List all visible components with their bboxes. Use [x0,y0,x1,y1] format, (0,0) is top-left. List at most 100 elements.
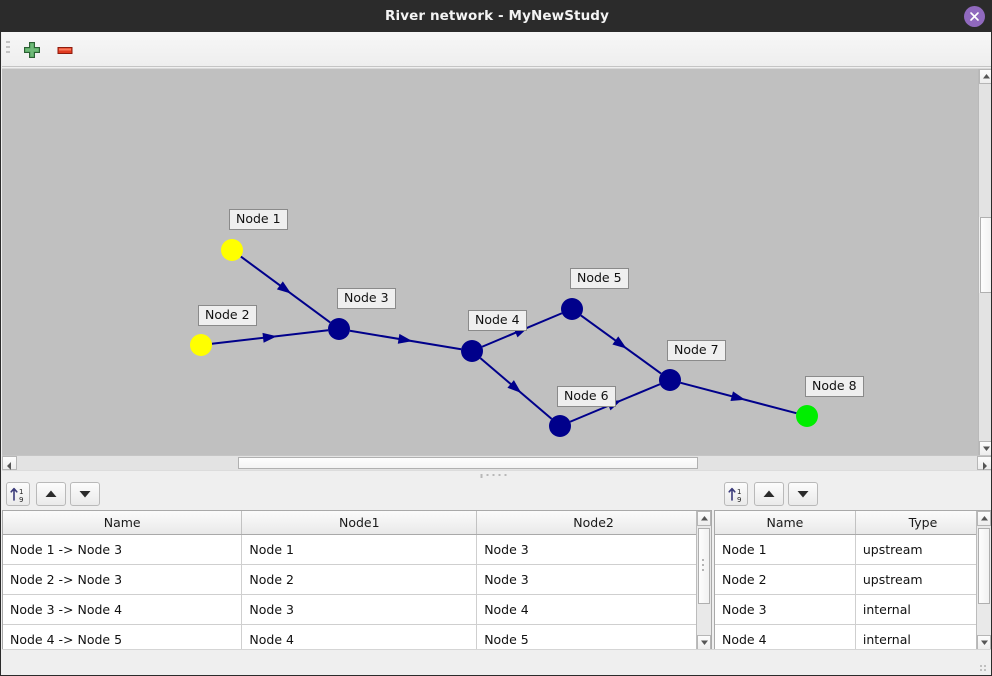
network-node[interactable] [549,415,571,437]
table-cell[interactable]: Node 1 [715,534,856,565]
sort-ascending-icon[interactable]: 1 9 [724,482,748,506]
table-cell[interactable]: Node 3 [715,594,856,625]
table-cell[interactable]: Node 3 [476,564,711,595]
table-cell[interactable]: upstream [855,564,991,595]
network-node[interactable] [796,405,818,427]
table-cell[interactable]: Node 5 [476,624,711,650]
window-title: River network - MyNewStudy [385,8,609,24]
canvas-hscroll-thumb[interactable] [238,457,698,469]
vertical-splitter[interactable] [2,470,991,479]
scroll-up-icon[interactable] [979,69,991,84]
node-label[interactable]: Node 1 [229,209,288,230]
nodes-toolbar: 1 9 [714,479,991,509]
reaches-scroll-thumb[interactable] [698,528,710,604]
nodes-table-scrollbar[interactable] [976,511,991,650]
move-down-icon[interactable] [788,482,818,506]
add-plus-icon[interactable] [21,39,43,61]
river-network-diagram[interactable]: Node 1 Node 2 Node 3 Node 4 Node 5 Node 6 Node… [2,69,978,456]
scroll-down-icon[interactable] [697,635,711,650]
table-cell[interactable]: internal [855,594,991,625]
edge-arrow-icon [262,332,277,343]
scroll-left-icon[interactable] [2,456,17,470]
network-svg [190,239,818,437]
move-down-icon[interactable] [70,482,100,506]
scrollbar-track-lower[interactable] [979,293,991,441]
network-node[interactable] [659,369,681,391]
reaches-column-header[interactable]: Node2 [476,511,711,535]
network-canvas-area: Node 1 Node 2 Node 3 Node 4 Node 5 Node 6 Node… [2,68,991,456]
edge-arrow-icon [276,281,292,294]
node-label[interactable]: Node 2 [198,305,257,326]
table-cell[interactable]: Node 4 [715,624,856,650]
move-up-icon[interactable] [36,482,66,506]
table-cell[interactable]: internal [855,624,991,650]
move-up-icon[interactable] [754,482,784,506]
network-node[interactable] [461,340,483,362]
table-cell[interactable]: Node 3 [476,534,711,565]
node-label[interactable]: Node 8 [805,376,864,397]
table-cell[interactable]: Node 2 [715,564,856,595]
nodes-column-header[interactable]: Type [855,511,991,535]
splitter-grip [480,474,514,478]
table-cell[interactable]: Node 2 [241,564,478,595]
toolbar-drag-handle[interactable] [6,41,11,58]
remove-minus-icon[interactable] [54,39,76,61]
table-cell[interactable]: Node 1 -> Node 3 [3,534,243,565]
nodes-column-header[interactable]: Name [715,511,856,535]
reaches-toolbar: 1 9 [2,479,712,509]
window-resize-grip[interactable] [980,665,988,673]
table-cell[interactable]: Node 4 [476,594,711,625]
table-cell[interactable]: Node 3 [241,594,478,625]
reaches-column-header[interactable]: Node1 [241,511,478,535]
close-icon[interactable] [964,6,985,27]
svg-text:1: 1 [19,488,23,496]
edge-arrow-icon [507,380,522,394]
scrollbar-track-upper[interactable] [979,84,991,217]
node-label[interactable]: Node 3 [337,288,396,309]
table-cell[interactable]: Node 4 -> Node 5 [3,624,243,650]
node-label[interactable]: Node 5 [570,268,629,289]
table-cell[interactable]: Node 4 [241,624,478,650]
scroll-down-icon[interactable] [979,441,991,456]
node-label[interactable]: Node 4 [468,310,527,331]
table-cell[interactable]: Node 3 -> Node 4 [3,594,243,625]
canvas-vscroll-thumb[interactable] [980,217,991,293]
table-cell[interactable]: upstream [855,534,991,565]
sort-ascending-icon[interactable]: 1 9 [6,482,30,506]
edge-arrow-icon [612,336,627,349]
node-label[interactable]: Node 7 [667,340,726,361]
canvas-vertical-scrollbar[interactable] [978,69,991,456]
scroll-up-icon[interactable] [697,511,711,526]
network-node[interactable] [328,318,350,340]
table-cell[interactable]: Node 2 -> Node 3 [3,564,243,595]
scroll-up-icon[interactable] [977,511,991,526]
scroll-right-icon[interactable] [977,456,991,470]
network-node[interactable] [221,239,243,261]
reaches-table-scrollbar[interactable] [696,511,711,650]
network-node[interactable] [561,298,583,320]
main-toolbar [2,32,991,67]
table-cell[interactable]: Node 1 [241,534,478,565]
network-node[interactable] [190,334,212,356]
nodes-scroll-thumb[interactable] [978,528,990,604]
node-label[interactable]: Node 6 [557,386,616,407]
scroll-down-icon[interactable] [977,635,991,650]
svg-text:9: 9 [737,496,741,504]
canvas-horizontal-scrollbar[interactable] [2,455,991,470]
reaches-column-header[interactable]: Name [3,511,243,535]
